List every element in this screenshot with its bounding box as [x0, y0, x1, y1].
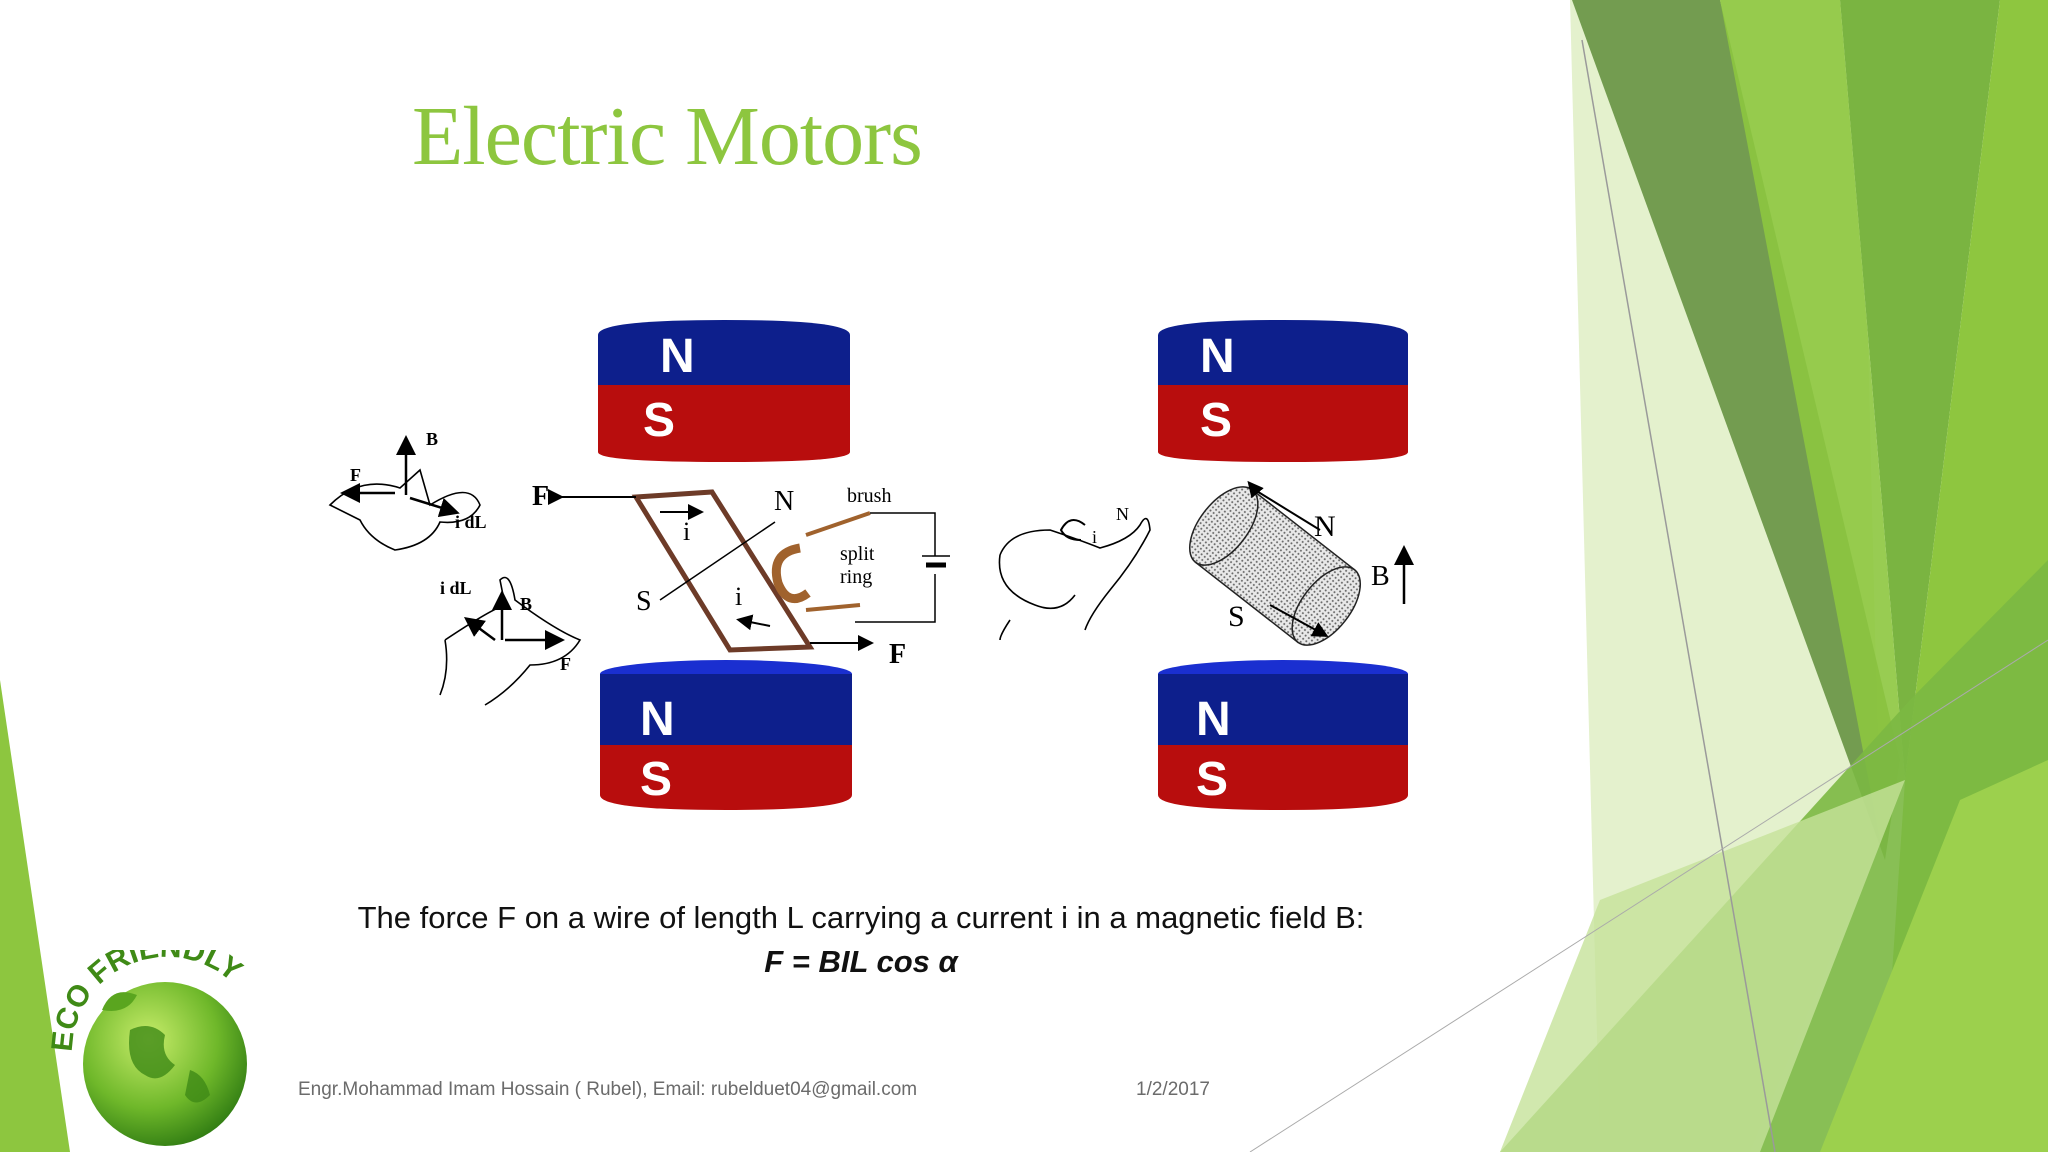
- hand-rule-sketch-top: [328, 435, 481, 551]
- force-description: The force F on a wire of length L carryi…: [357, 900, 1365, 935]
- label-split: split: [840, 543, 875, 565]
- label-n: N: [1116, 504, 1129, 524]
- label-f: F: [532, 481, 549, 512]
- force-formula: F = BIL cos α: [764, 944, 958, 979]
- label-f: F: [889, 639, 906, 670]
- magnet-top-right: N S: [1158, 320, 1408, 462]
- magnet-bottom-left: N S: [600, 660, 852, 810]
- eco-friendly-logo: ECO FRIENDLY: [46, 950, 248, 1146]
- label-idl: i dL: [440, 578, 472, 598]
- label-b: B: [426, 429, 438, 449]
- magnet-label-s: S: [1200, 394, 1232, 447]
- label-i: i: [735, 582, 742, 611]
- magnet-label-n: N: [660, 330, 695, 383]
- label-idl: i dL: [455, 512, 487, 532]
- label-f: F: [560, 654, 571, 674]
- magnet-bottom-right: N S: [1158, 660, 1408, 810]
- label-n: N: [774, 486, 794, 517]
- magnet-label-n: N: [640, 693, 675, 746]
- footer-date: 1/2/2017: [1136, 1079, 1210, 1100]
- label-b: B: [1371, 561, 1390, 592]
- right-hand-grip-sketch: [998, 517, 1151, 641]
- label-i: i: [1092, 527, 1097, 547]
- magnet-label-s: S: [640, 753, 672, 806]
- hand-rule-sketch-bottom: [439, 576, 582, 706]
- label-i: i: [683, 517, 690, 546]
- solenoid-coil: [1188, 480, 1414, 646]
- label-f: F: [350, 465, 361, 485]
- label-s: S: [636, 586, 652, 617]
- magnet-top-left: N S: [598, 320, 850, 462]
- coil-loop: [548, 489, 950, 653]
- footer-author: Engr.Mohammad Imam Hossain ( Rubel), Ema…: [298, 1079, 918, 1100]
- label-brush: brush: [847, 485, 891, 507]
- magnet-label-n: N: [1200, 330, 1235, 383]
- label-b: B: [520, 594, 532, 614]
- magnet-label-n: N: [1196, 693, 1231, 746]
- label-s: S: [1228, 600, 1245, 633]
- magnet-label-s: S: [643, 394, 675, 447]
- label-n: N: [1314, 510, 1336, 543]
- label-ring: ring: [840, 566, 872, 588]
- slide-title: Electric Motors: [412, 90, 923, 183]
- magnet-label-s: S: [1196, 753, 1228, 806]
